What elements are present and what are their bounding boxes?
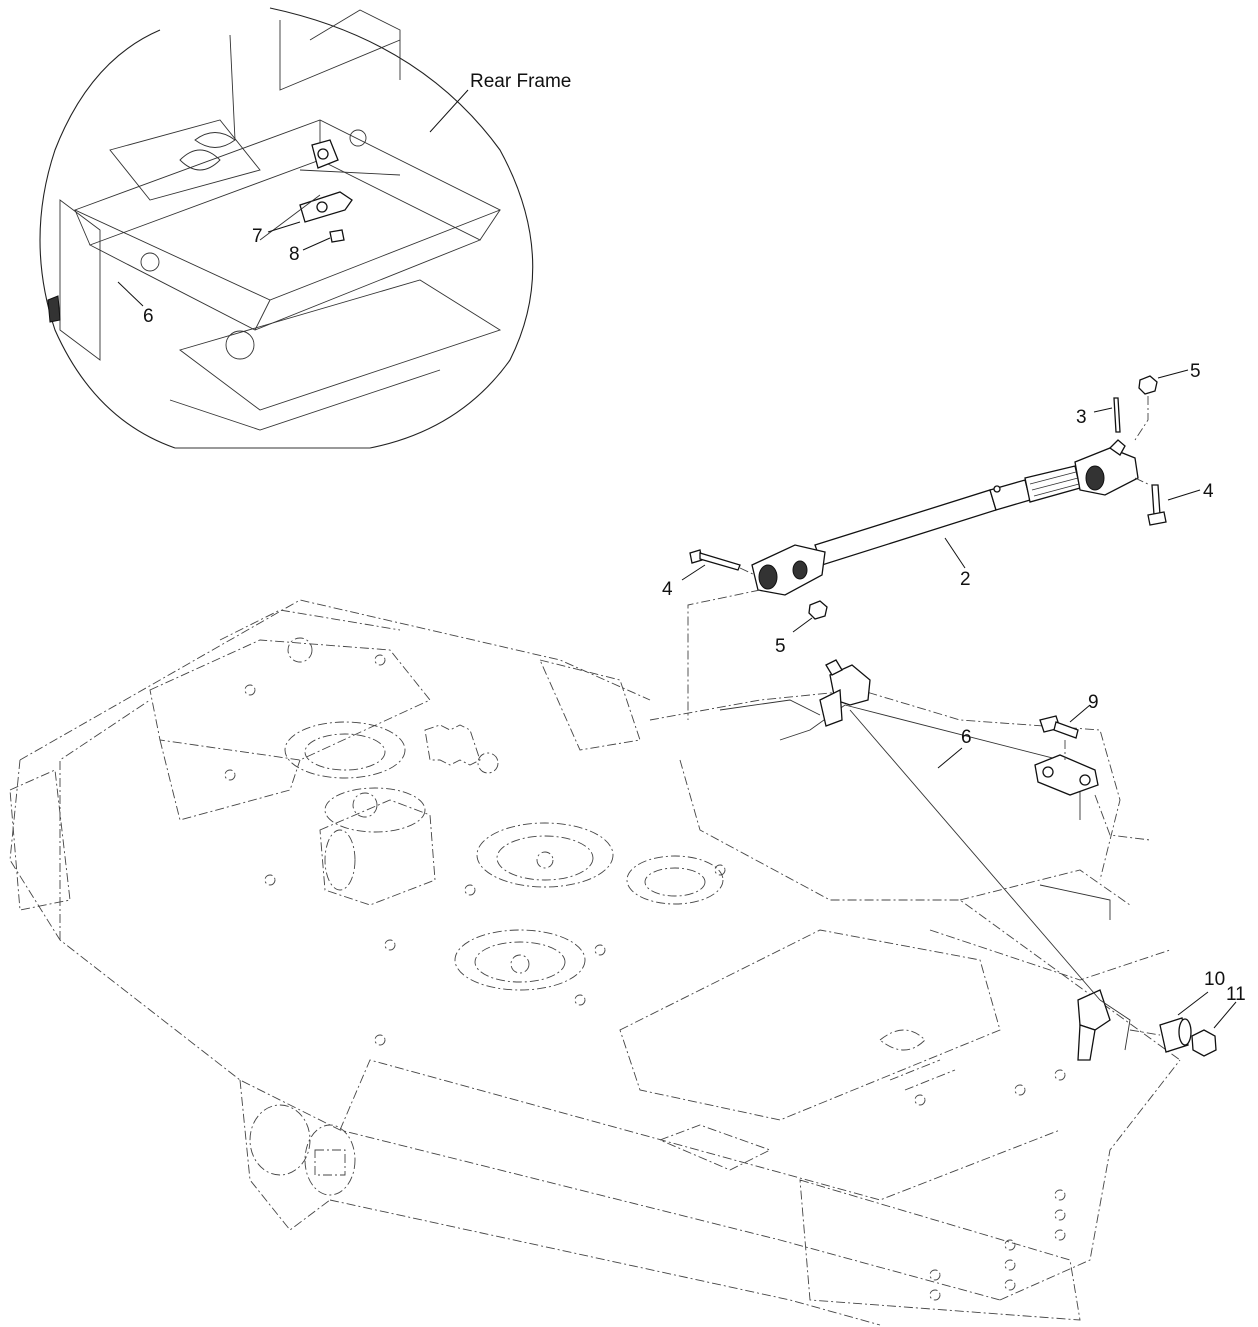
- callout-6-main: 6: [961, 727, 972, 748]
- callout-11: 11: [1226, 984, 1246, 1005]
- bolt-right: [1151, 484, 1161, 516]
- callout-6-detail: 6: [143, 306, 154, 327]
- drive-shaft: [751, 439, 1139, 596]
- deck-mount-bar: [719, 659, 1131, 1061]
- callout-5-lower: 5: [775, 636, 786, 657]
- callout-4-left: 4: [662, 579, 673, 600]
- callout-9: 9: [1088, 692, 1099, 713]
- rear-frame-leader: [429, 89, 469, 133]
- callout-2: 2: [960, 569, 971, 590]
- callout-7: 7: [252, 226, 263, 247]
- callout-5-upper: 5: [1190, 361, 1201, 382]
- link-plate: [1034, 754, 1099, 796]
- callout-8: 8: [289, 244, 300, 265]
- callout-4-right: 4: [1203, 481, 1214, 502]
- pin-part-3: [1113, 397, 1121, 433]
- mower-deck: [9, 599, 1181, 1326]
- nut-lower: [808, 600, 828, 620]
- rear-frame-label: Rear Frame: [470, 71, 571, 92]
- rear-frame-detail: [39, 7, 534, 449]
- callout-10: 10: [1204, 969, 1225, 990]
- callout-3: 3: [1076, 407, 1087, 428]
- nut-part-11: [1191, 1029, 1217, 1057]
- nut-upper: [1138, 375, 1158, 395]
